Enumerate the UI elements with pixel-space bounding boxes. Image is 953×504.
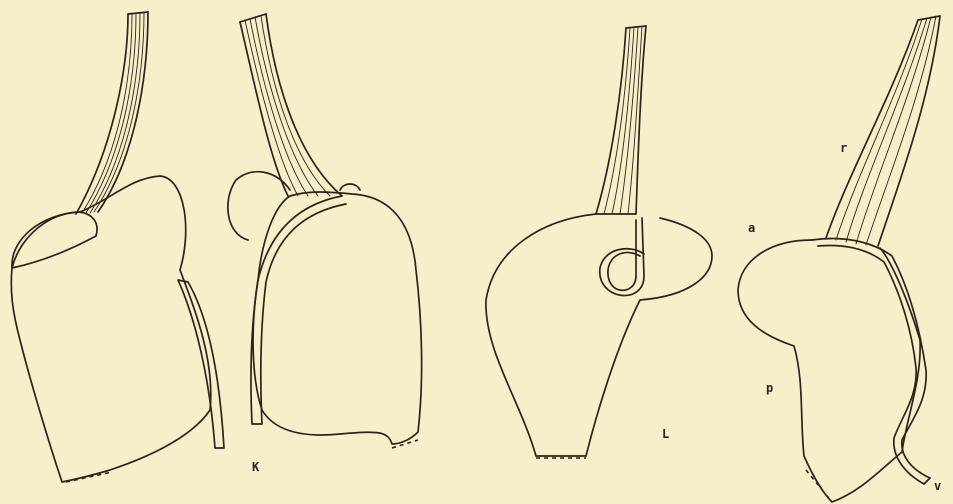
specimen-1-side-tube <box>178 280 224 448</box>
specimen-2-knob <box>340 184 360 190</box>
specimen-4 <box>738 16 940 502</box>
specimen-2-tube <box>251 196 346 424</box>
specimen-3-stem <box>596 26 646 214</box>
specimen-3 <box>486 26 712 458</box>
specimen-1-stem <box>76 12 148 214</box>
specimen-1-opening <box>12 212 97 268</box>
label-a: a <box>748 221 755 235</box>
label-v: v <box>934 479 941 493</box>
specimen-3-hook <box>600 218 644 296</box>
label-p: p <box>766 381 773 395</box>
specimen-2 <box>228 14 422 448</box>
label-k: K <box>252 460 260 474</box>
specimen-2-body-outline <box>253 192 422 444</box>
specimen-4-tube <box>812 239 930 484</box>
label-r: r <box>840 141 847 155</box>
specimen-4-stem <box>826 16 940 246</box>
specimen-3-body-outline <box>486 214 712 456</box>
label-l: L <box>662 427 669 441</box>
specimen-2-stem <box>240 14 342 196</box>
specimen-1 <box>11 12 224 482</box>
specimen-4-tube-cap <box>924 478 930 484</box>
specimen-1-body-outline <box>11 176 211 482</box>
